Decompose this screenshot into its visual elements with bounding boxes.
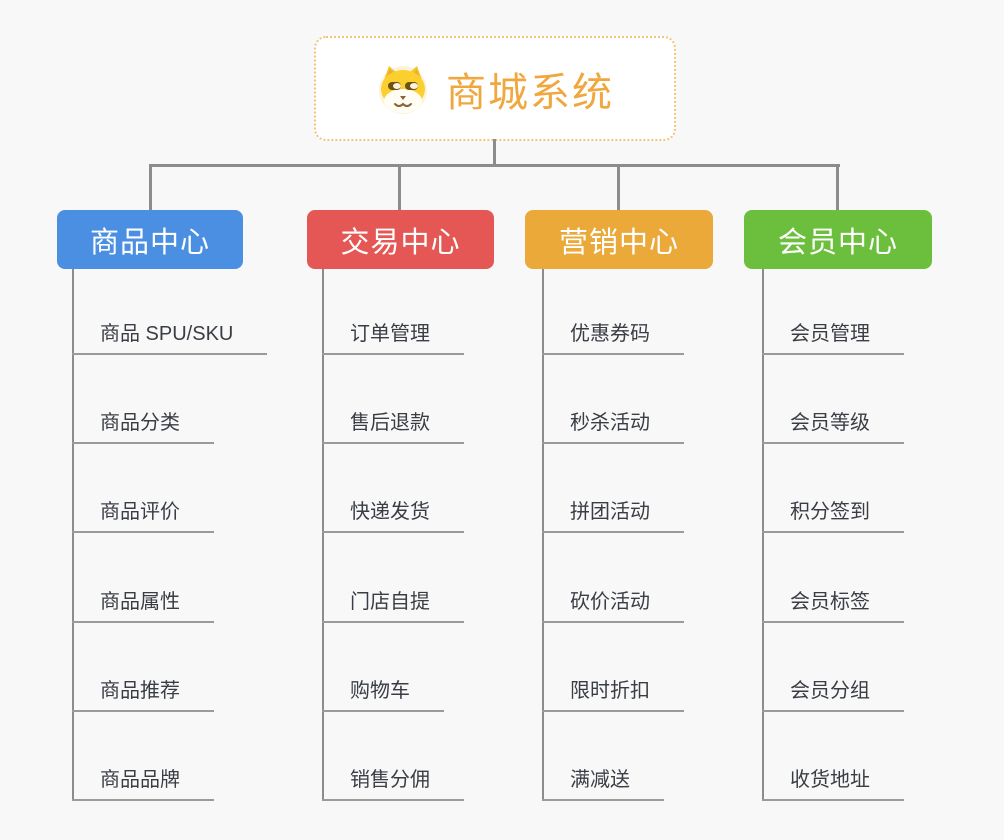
- leaf-topic[interactable]: 优惠券码: [542, 321, 684, 355]
- leaf-topic[interactable]: 商品评价: [72, 499, 214, 533]
- root-node[interactable]: 商城系统: [314, 36, 676, 141]
- leaf-topic[interactable]: 商品品牌: [72, 767, 214, 801]
- branch-label: 营销中心: [558, 226, 679, 259]
- leaf-topic[interactable]: 商品推荐: [72, 678, 214, 712]
- leaf-topic[interactable]: 砍价活动: [542, 589, 684, 623]
- connector-drop-marketing: [617, 164, 620, 210]
- leaf-topic[interactable]: 订单管理: [322, 321, 464, 355]
- leaf-topic[interactable]: 收货地址: [762, 767, 904, 801]
- branch-node-trade[interactable]: 交易中心: [307, 210, 494, 269]
- leaf-topic[interactable]: 拼团活动: [542, 499, 684, 533]
- branch-node-products[interactable]: 商品中心: [57, 210, 243, 269]
- leaf-topic[interactable]: 门店自提: [322, 589, 464, 623]
- leaf-topic[interactable]: 会员管理: [762, 321, 904, 355]
- branch-label: 会员中心: [777, 226, 898, 259]
- leaf-topic[interactable]: 快递发货: [322, 499, 464, 533]
- branch-column-members: 会员管理 会员等级 积分签到 会员标签 会员分组 收货地址: [762, 269, 982, 801]
- leaf-topic[interactable]: 销售分佣: [322, 767, 464, 801]
- branch-column-trade: 订单管理 售后退款 快递发货 门店自提 购物车 销售分佣: [322, 269, 542, 801]
- leaf-topic[interactable]: 会员等级: [762, 410, 904, 444]
- connector-drop-trade: [398, 164, 401, 210]
- branch-node-marketing[interactable]: 营销中心: [525, 210, 713, 269]
- connector-rail: [149, 164, 840, 167]
- root-title: 商城系统: [446, 70, 614, 115]
- connector-drop-members: [836, 164, 839, 210]
- leaf-topic[interactable]: 商品属性: [72, 589, 214, 623]
- leaf-topic[interactable]: 限时折扣: [542, 678, 684, 712]
- doge-dog-icon: [379, 65, 427, 114]
- branch-column-marketing: 优惠券码 秒杀活动 拼团活动 砍价活动 限时折扣 满减送: [542, 269, 762, 801]
- branch-column-products: 商品 SPU/SKU 商品分类 商品评价 商品属性 商品推荐 商品品牌: [72, 269, 292, 801]
- leaf-topic[interactable]: 秒杀活动: [542, 410, 684, 444]
- leaf-topic[interactable]: 会员标签: [762, 589, 904, 623]
- branch-label: 商品中心: [89, 226, 210, 259]
- branch-label: 交易中心: [340, 226, 461, 259]
- leaf-topic[interactable]: 购物车: [322, 678, 444, 712]
- leaf-topic[interactable]: 售后退款: [322, 410, 464, 444]
- leaf-topic[interactable]: 会员分组: [762, 678, 904, 712]
- leaf-topic[interactable]: 满减送: [542, 767, 664, 801]
- branch-node-members[interactable]: 会员中心: [744, 210, 932, 269]
- leaf-topic[interactable]: 商品分类: [72, 410, 214, 444]
- leaf-topic[interactable]: 积分签到: [762, 499, 904, 533]
- connector-drop-products: [149, 164, 152, 210]
- leaf-topic[interactable]: 商品 SPU/SKU: [72, 321, 268, 355]
- connector-root-drop: [493, 139, 496, 166]
